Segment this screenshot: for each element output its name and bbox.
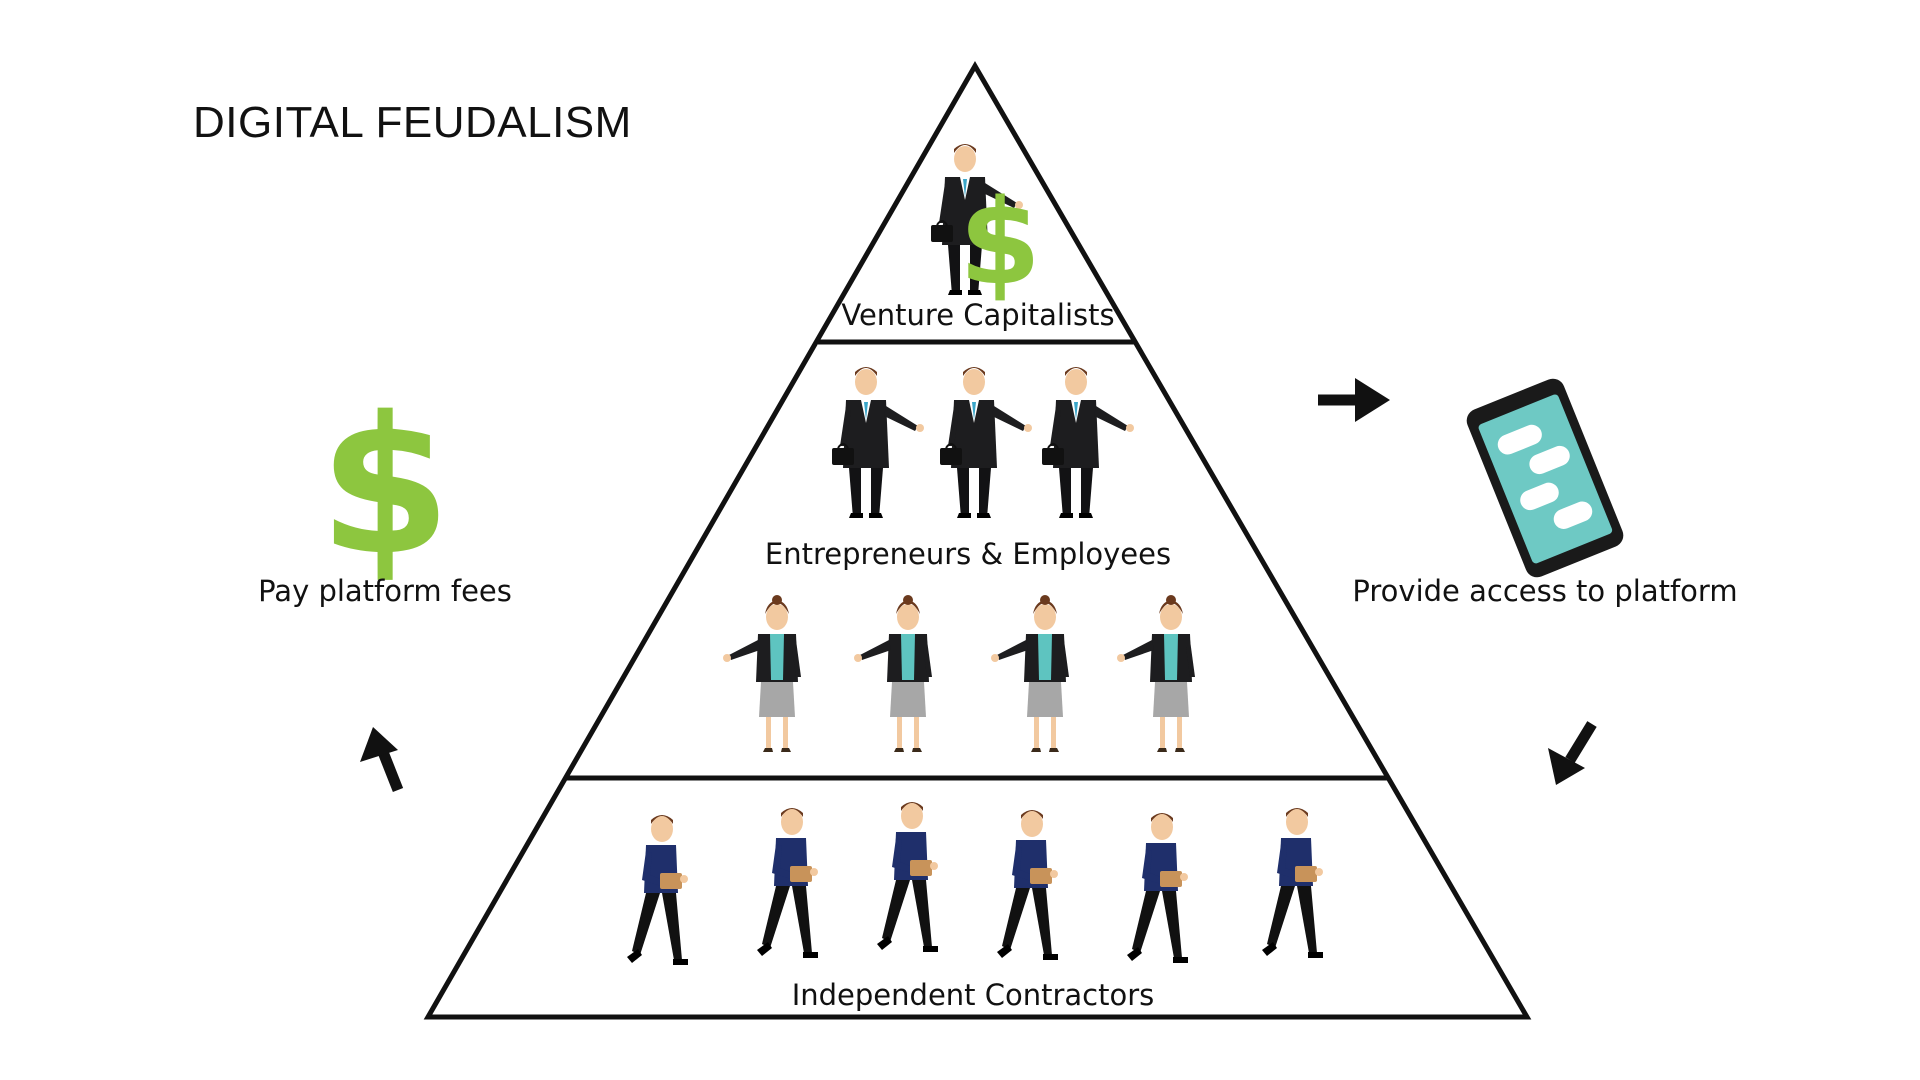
businessman-icon: [1041, 366, 1135, 519]
pyramid-outline: [423, 61, 1532, 1020]
arrow-down-left-icon: [1548, 721, 1597, 785]
tier-label-middle: Entrepreneurs & Employees: [765, 537, 1171, 571]
pay-fees-label: Pay platform fees: [258, 574, 512, 608]
arrow-right-icon: [1318, 378, 1390, 422]
contractor-figures: [627, 802, 1323, 965]
walking-worker-icon: [627, 815, 688, 965]
businessman-icon: [939, 366, 1033, 519]
businesswoman-icon: [723, 595, 801, 752]
businessman-icon: [831, 366, 925, 519]
businesswoman-icon: [854, 595, 932, 752]
walking-worker-icon: [997, 810, 1058, 960]
venture-capitalist-figure: [930, 143, 1041, 311]
walking-worker-icon: [1262, 808, 1323, 958]
page-title: DIGITAL FEUDALISM: [193, 98, 632, 147]
arrow-up-left-icon: [360, 727, 404, 793]
employee-figures: [723, 595, 1195, 752]
businesswoman-icon: [1117, 595, 1195, 752]
walking-worker-icon: [877, 802, 938, 952]
walking-worker-icon: [1127, 813, 1188, 963]
entrepreneur-figures: [831, 366, 1135, 519]
businesswoman-icon: [991, 595, 1069, 752]
tier-label-bottom: Independent Contractors: [792, 978, 1155, 1012]
smartphone-chat-icon: [1466, 378, 1624, 578]
provide-access-label: Provide access to platform: [1352, 574, 1737, 608]
dollar-icon: [318, 376, 452, 597]
walking-worker-icon: [757, 808, 818, 958]
tier-label-top: Venture Capitalists: [841, 298, 1114, 332]
